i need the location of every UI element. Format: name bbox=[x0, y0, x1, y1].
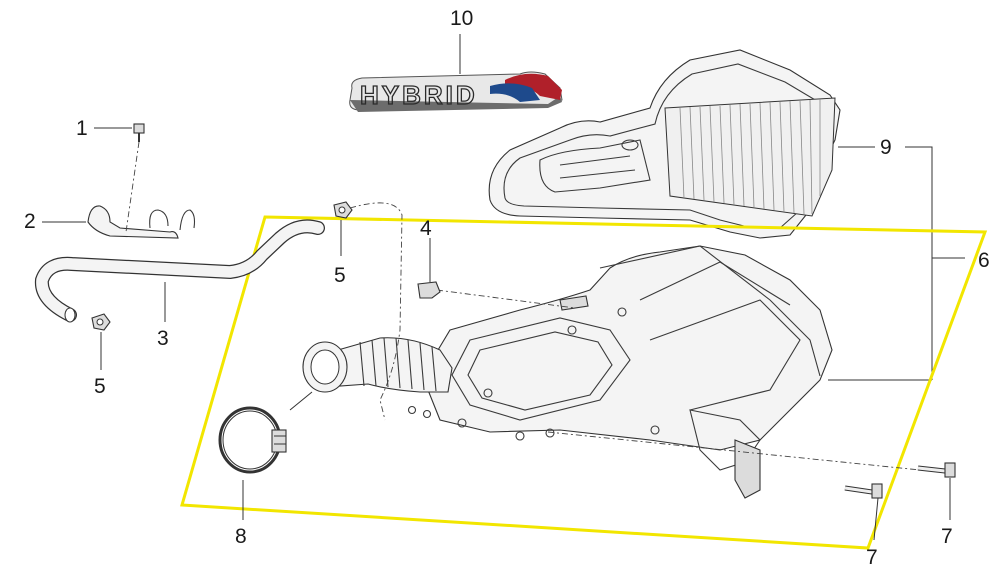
leader-1-dash bbox=[125, 141, 140, 233]
clip-nut-part-4 bbox=[417, 281, 441, 299]
callout-5-lower: 5 bbox=[94, 375, 106, 398]
callout-10: 10 bbox=[450, 7, 474, 30]
callout-7-left: 7 bbox=[866, 546, 878, 569]
callout-9: 9 bbox=[880, 136, 892, 159]
air-cleaner-case bbox=[407, 245, 833, 499]
callout-8: 8 bbox=[235, 525, 247, 548]
callout-5-upper: 5 bbox=[334, 264, 346, 287]
callout-2: 2 bbox=[24, 210, 36, 233]
screw-part-1 bbox=[133, 123, 145, 142]
clip-part-5-lower bbox=[91, 313, 111, 331]
air-filter-cover bbox=[488, 49, 841, 239]
hybrid-badge-emblem: HYBRID bbox=[349, 71, 563, 112]
callout-7-right: 7 bbox=[941, 525, 953, 548]
callout-4: 4 bbox=[420, 217, 432, 240]
callout-3: 3 bbox=[157, 327, 169, 350]
highlight-box bbox=[180, 215, 988, 550]
badge-text: HYBRID bbox=[360, 80, 478, 110]
leader-7-left bbox=[873, 497, 879, 541]
breather-hose bbox=[34, 219, 325, 323]
callout-1: 1 bbox=[76, 117, 88, 140]
routing-dash-7b bbox=[547, 431, 921, 471]
hose-bracket bbox=[87, 205, 196, 239]
intake-duct bbox=[302, 337, 453, 393]
leader-8-clamp bbox=[289, 391, 313, 411]
routing-dash-4 bbox=[436, 289, 576, 309]
bolt-part-7-left bbox=[844, 483, 883, 499]
hose-clamp bbox=[218, 406, 287, 474]
callout-6: 6 bbox=[978, 249, 990, 272]
clip-part-5-upper bbox=[333, 201, 353, 219]
bracket-9-6 bbox=[905, 146, 933, 380]
bolt-part-7-right bbox=[917, 462, 956, 478]
routing-dash-line bbox=[349, 202, 403, 421]
